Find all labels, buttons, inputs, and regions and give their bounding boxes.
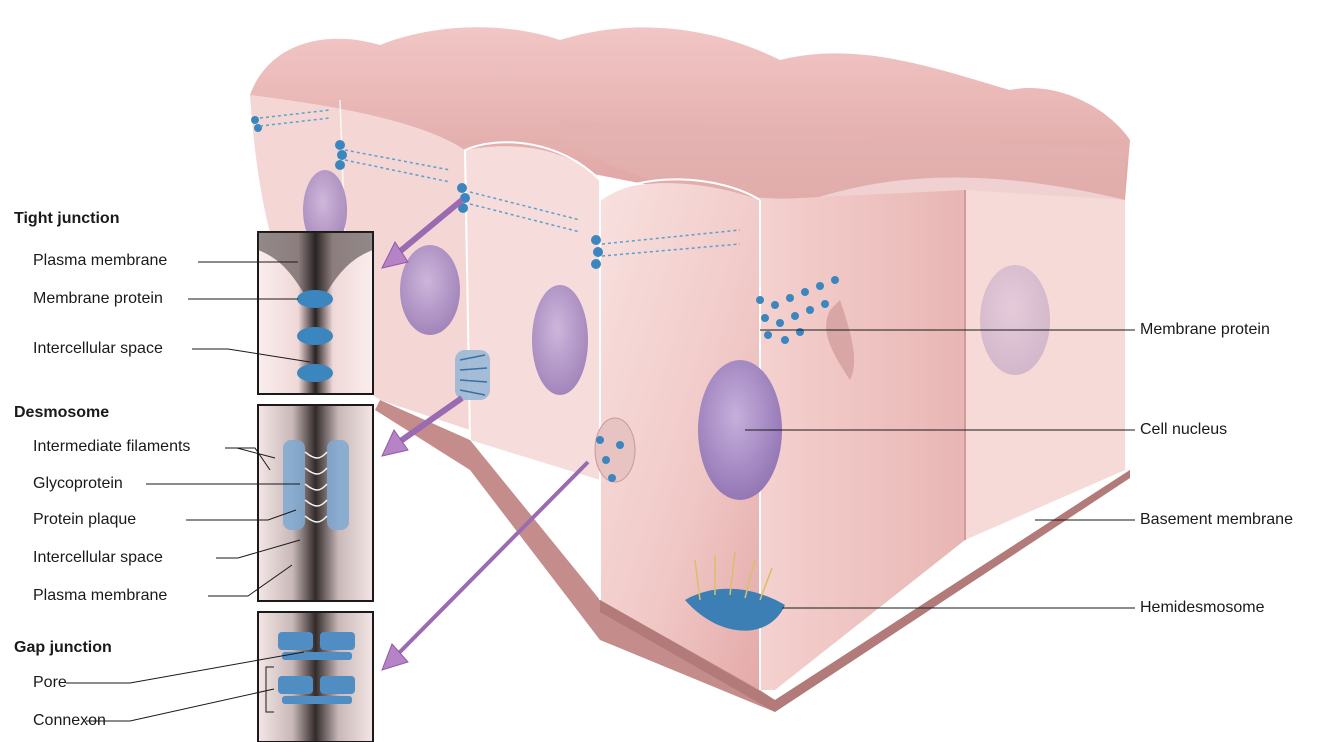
label-glycoprotein: Glycoprotein [33,475,123,493]
inset-desmosome [258,405,373,601]
desmosome-on-cell [455,350,490,400]
nucleus-2 [400,245,460,335]
nucleus-3 [532,285,588,395]
inset-gap-junction [258,612,373,742]
label-hemidesmosome: Hemidesmosome [1140,599,1264,617]
label-protein-plaque: Protein plaque [33,511,136,529]
label-basement-membrane: Basement membrane [1140,511,1293,529]
label-plasma-membrane-tj: Plasma membrane [33,252,167,270]
label-cell-nucleus: Cell nucleus [1140,421,1227,439]
tight-junction-heading: Tight junction [14,210,119,228]
label-intercellular-space-tj: Intercellular space [33,340,163,358]
inset-tight-junction [258,232,373,394]
tissue-block [250,27,1130,712]
gap-junction-on-cell [595,418,635,482]
cell-side-2 [965,190,1125,540]
label-intercellular-space-d: Intercellular space [33,549,163,567]
label-plasma-membrane-d: Plasma membrane [33,587,167,605]
label-pore: Pore [33,674,67,692]
label-connexon: Connexon [33,712,106,730]
gap-junction-heading: Gap junction [14,639,112,657]
label-membrane-protein-right: Membrane protein [1140,321,1270,339]
desmosome-heading: Desmosome [14,404,109,422]
nucleus-5 [980,265,1050,375]
cell-side-1 [760,190,965,690]
label-intermediate-filaments: Intermediate filaments [33,438,190,456]
label-membrane-protein-tj: Membrane protein [33,290,163,308]
